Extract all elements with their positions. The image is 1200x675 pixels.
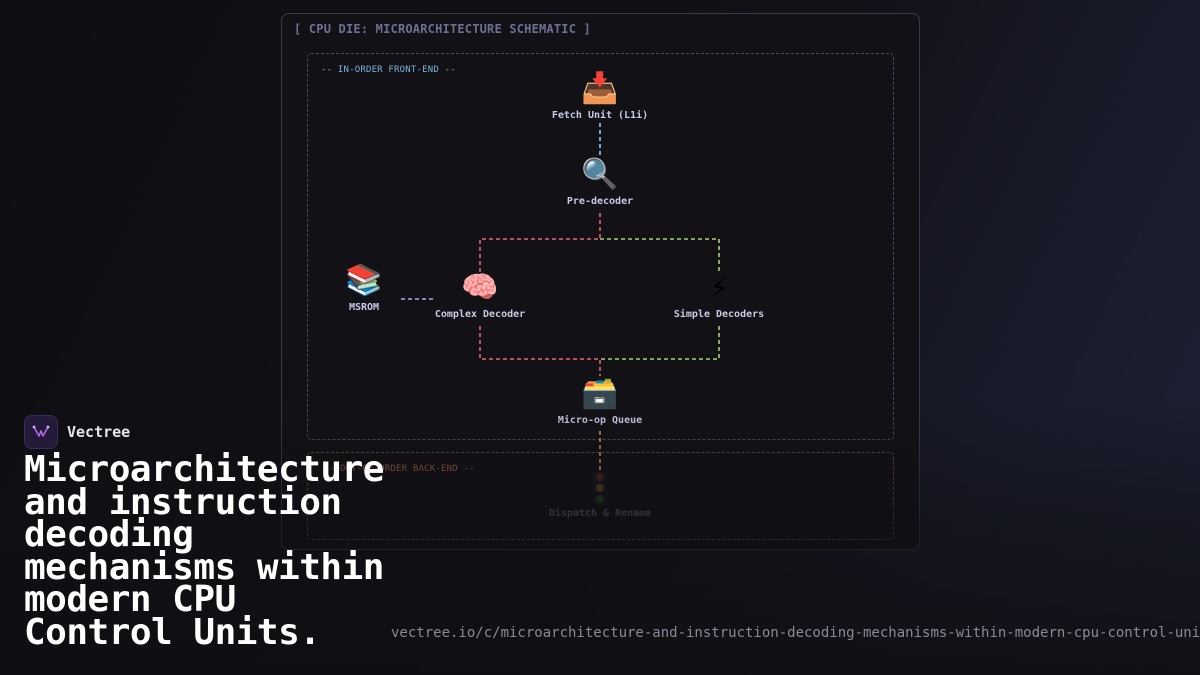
magnifying-glass-icon: 🔍 [581, 157, 619, 192]
pre-decoder-label: Pre-decoder [566, 196, 634, 207]
schematic-title: [ CPU DIE: MICROARCHITECTURE SCHEMATIC ] [294, 22, 591, 36]
fetch-unit-node: 📥 Fetch Unit (L1i) [552, 71, 648, 121]
micro-op-queue-label: Micro-op Queue [557, 415, 643, 426]
micro-op-queue-node: 🗃️ Micro-op Queue [558, 376, 642, 426]
msrom-node: 📚 MSROM [345, 263, 382, 313]
vectree-logo-icon [24, 415, 58, 449]
link-simple-queue [600, 326, 720, 360]
front-end-zone-label: -- IN-ORDER FRONT-END -- [321, 65, 456, 75]
page-headline: Microarchitecture and instruction decodi… [24, 449, 384, 653]
dispatch-rename-label: Dispatch & Rename [548, 508, 652, 519]
card-file-box-icon: 🗃️ [581, 376, 619, 411]
fetch-unit-label: Fetch Unit (L1i) [551, 110, 649, 121]
link-predecoder-simple [600, 238, 720, 272]
brain-icon: 🧠 [461, 270, 499, 305]
dispatch-rename-node: Dispatch & Rename [549, 471, 651, 519]
simple-decoders-label: Simple Decoders [673, 309, 765, 320]
msrom-label: MSROM [348, 302, 380, 313]
complex-decoder-label: Complex Decoder [434, 309, 526, 320]
link-predecoder-complex [479, 213, 601, 272]
link-complex-queue [479, 326, 601, 376]
brand: Vectree [24, 415, 130, 449]
complex-decoder-node: 🧠 Complex Decoder [435, 270, 525, 320]
lightning-icon: ⚡ [709, 270, 729, 305]
brand-name: Vectree [67, 423, 131, 441]
page-url: vectree.io/c/microarchitecture-and-instr… [391, 625, 1200, 641]
pre-decoder-node: 🔍 Pre-decoder [567, 157, 633, 207]
simple-decoders-node: ⚡ Simple Decoders [674, 270, 764, 320]
traffic-light-icon [591, 471, 608, 505]
inbox-tray-icon: 📥 [581, 71, 619, 106]
books-icon: 📚 [345, 263, 383, 298]
